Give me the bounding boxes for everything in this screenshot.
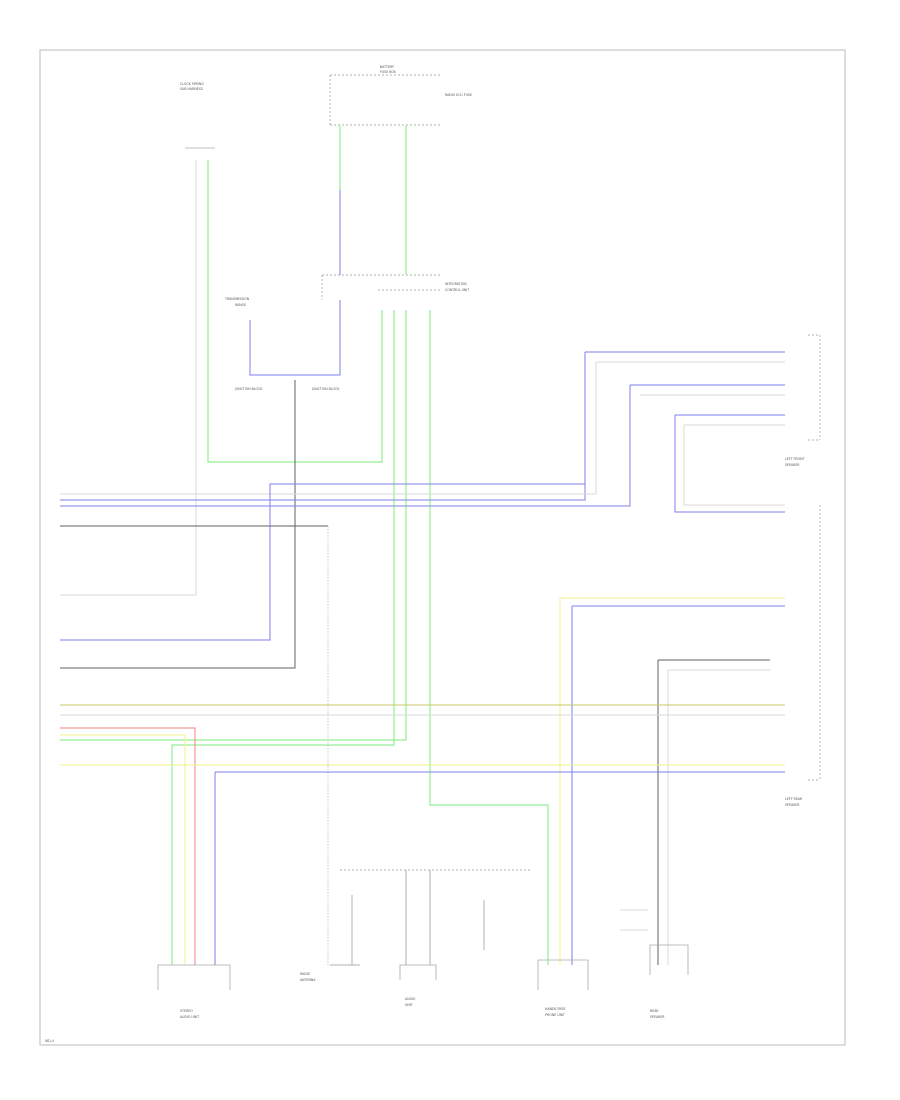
bottom-1-sublabel: AUDIO UNIT bbox=[180, 1015, 199, 1019]
wire-blue-d bbox=[60, 483, 585, 641]
bottom-component-4: HANDS FREE PHONE UNIT bbox=[440, 869, 589, 1017]
bottom-2-label: RADIO bbox=[300, 972, 311, 976]
left-rear-speaker-label: LEFT REAR bbox=[785, 797, 803, 801]
wire-green-e bbox=[60, 310, 407, 741]
bottom-3-sublabel: UNIT bbox=[405, 1003, 413, 1007]
wire-blue-r4 bbox=[571, 605, 785, 965]
bottom-component-5: REAR SPEAKER bbox=[620, 909, 689, 1019]
bottom-4-label: HANDS FREE bbox=[545, 1007, 566, 1011]
wire-light-r5 bbox=[667, 669, 770, 965]
wire-blue-r1 bbox=[60, 351, 785, 501]
transmission-label: TRANSMISSION bbox=[224, 297, 250, 301]
integration-sublabel: CONTROL UNIT bbox=[445, 288, 469, 292]
wire-yellow-b bbox=[60, 734, 186, 965]
bottom-2-sublabel: ANTENNA bbox=[300, 978, 316, 982]
wire-light-a bbox=[60, 160, 197, 596]
wire-blue-c bbox=[249, 300, 341, 376]
fuse-box-sublabel: FUSE BOX bbox=[380, 70, 397, 74]
wire-dark-r bbox=[657, 659, 770, 965]
transmission-sublabel: RANGE bbox=[235, 303, 246, 307]
wire-light-r1 bbox=[60, 361, 785, 495]
right-connector-top bbox=[808, 334, 821, 441]
fuse-box-label: BATTERY bbox=[380, 65, 394, 69]
bottom-5-label: REAR bbox=[650, 1009, 659, 1013]
left-rear-speaker-sublabel: SPEAKER bbox=[785, 803, 800, 807]
left-front-speaker-sublabel: SPEAKER bbox=[785, 463, 800, 467]
left-front-speaker-label: LEFT FRONT bbox=[785, 457, 804, 461]
wire-yellow-r1 bbox=[559, 597, 785, 965]
bottom-component-3: AUDIO UNIT bbox=[399, 870, 437, 1007]
integration-unit: INTEGRATION CONTROL UNIT bbox=[321, 274, 469, 300]
wire-dark-a bbox=[60, 380, 296, 669]
bottom-component-2: RADIO ANTENNA bbox=[300, 869, 440, 982]
bottom-5-sublabel: SPEAKER bbox=[650, 1015, 665, 1019]
wire-light-r3 bbox=[683, 424, 785, 506]
bottom-4-sublabel: PHONE UNIT bbox=[545, 1013, 565, 1017]
wire-green-d bbox=[171, 310, 395, 965]
junction-left-label: JUNCTION BLOCK bbox=[234, 387, 263, 391]
wire-blue-r2 bbox=[60, 384, 785, 507]
right-connector-bottom bbox=[808, 505, 821, 781]
clock-spring-label: CLOCK SPRING bbox=[180, 82, 204, 86]
fuse-box: BATTERY FUSE BOX RADIO ECU FUSE bbox=[329, 65, 472, 126]
junction-right-label: JUNCTION BLOCK bbox=[311, 387, 340, 391]
diagram-frame bbox=[39, 49, 846, 1046]
bottom-1-label: STEREO bbox=[180, 1009, 193, 1013]
wire-blue-r3 bbox=[674, 414, 785, 513]
wire-blue-bottom bbox=[214, 771, 785, 965]
bottom-component-1: STEREO AUDIO UNIT bbox=[157, 964, 231, 1019]
wire-red bbox=[60, 727, 196, 965]
fuse-right-label: RADIO ECU FUSE bbox=[445, 93, 472, 97]
clock-spring-sublabel: SUB HARNESS bbox=[180, 87, 203, 91]
footer-code: WD-4 bbox=[45, 1039, 54, 1043]
integration-label: INTEGRATION bbox=[445, 282, 467, 286]
wire-green-f bbox=[429, 310, 549, 965]
bottom-3-label: AUDIO bbox=[405, 997, 416, 1001]
clock-spring-component: CLOCK SPRING SUB HARNESS bbox=[180, 82, 215, 149]
transmission-range-component: TRANSMISSION RANGE JUNCTION BLOCK JUNCTI… bbox=[224, 297, 340, 391]
